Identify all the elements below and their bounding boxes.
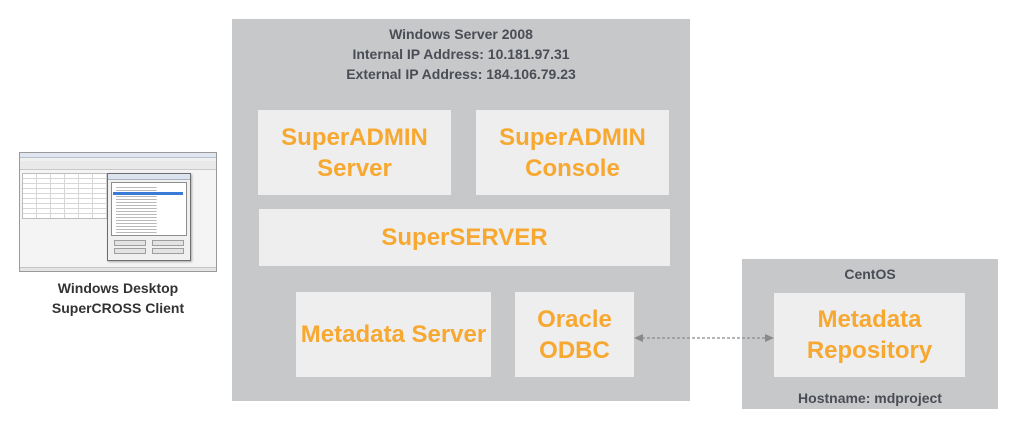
window-titlebar [20, 153, 216, 158]
windows-server-panel: Windows Server 2008 Internal IP Address:… [232, 19, 690, 401]
dialog-list [111, 182, 187, 236]
dialog-window [107, 173, 191, 261]
dialog-titlebar [108, 174, 190, 180]
centos-hostname: Hostname: mdproject [798, 390, 942, 406]
windows-server-header: Windows Server 2008 Internal IP Address:… [232, 24, 690, 84]
dialog-button [114, 248, 146, 254]
table-grid [22, 173, 110, 219]
metadata-server-box: Metadata Server [296, 292, 491, 377]
superserver-box: SuperSERVER [259, 209, 670, 266]
window-menubar [20, 158, 216, 161]
supercross-client-screenshot [19, 152, 217, 272]
internal-ip: Internal IP Address: 10.181.97.31 [352, 46, 570, 62]
client-label-line2: SuperCROSS Client [51, 300, 185, 316]
dialog-button [152, 248, 184, 254]
windows-server-title: Windows Server 2008 [389, 26, 533, 42]
odbc-repository-connector [634, 334, 774, 342]
centos-title: CentOS [844, 266, 896, 282]
metadata-repository-box: Metadata Repository [774, 293, 965, 377]
external-ip: External IP Address: 184.106.79.23 [346, 66, 576, 82]
centos-panel: CentOS Metadata Repository Hostname: mdp… [742, 259, 998, 409]
dialog-button [114, 240, 146, 246]
superadmin-server-box: SuperADMIN Server [258, 110, 451, 195]
window-statusbar [20, 267, 216, 271]
oracle-odbc-box: Oracle ODBC [515, 292, 634, 377]
client-label: Windows Desktop SuperCROSS Client [20, 278, 216, 318]
dialog-button [152, 240, 184, 246]
superadmin-console-box: SuperADMIN Console [476, 110, 669, 195]
arrowhead-left-icon [634, 334, 643, 342]
dialog-list-selection [113, 192, 183, 195]
window-toolbar [20, 161, 216, 170]
arrowhead-right-icon [765, 334, 774, 342]
client-label-line1: Windows Desktop [57, 280, 179, 296]
